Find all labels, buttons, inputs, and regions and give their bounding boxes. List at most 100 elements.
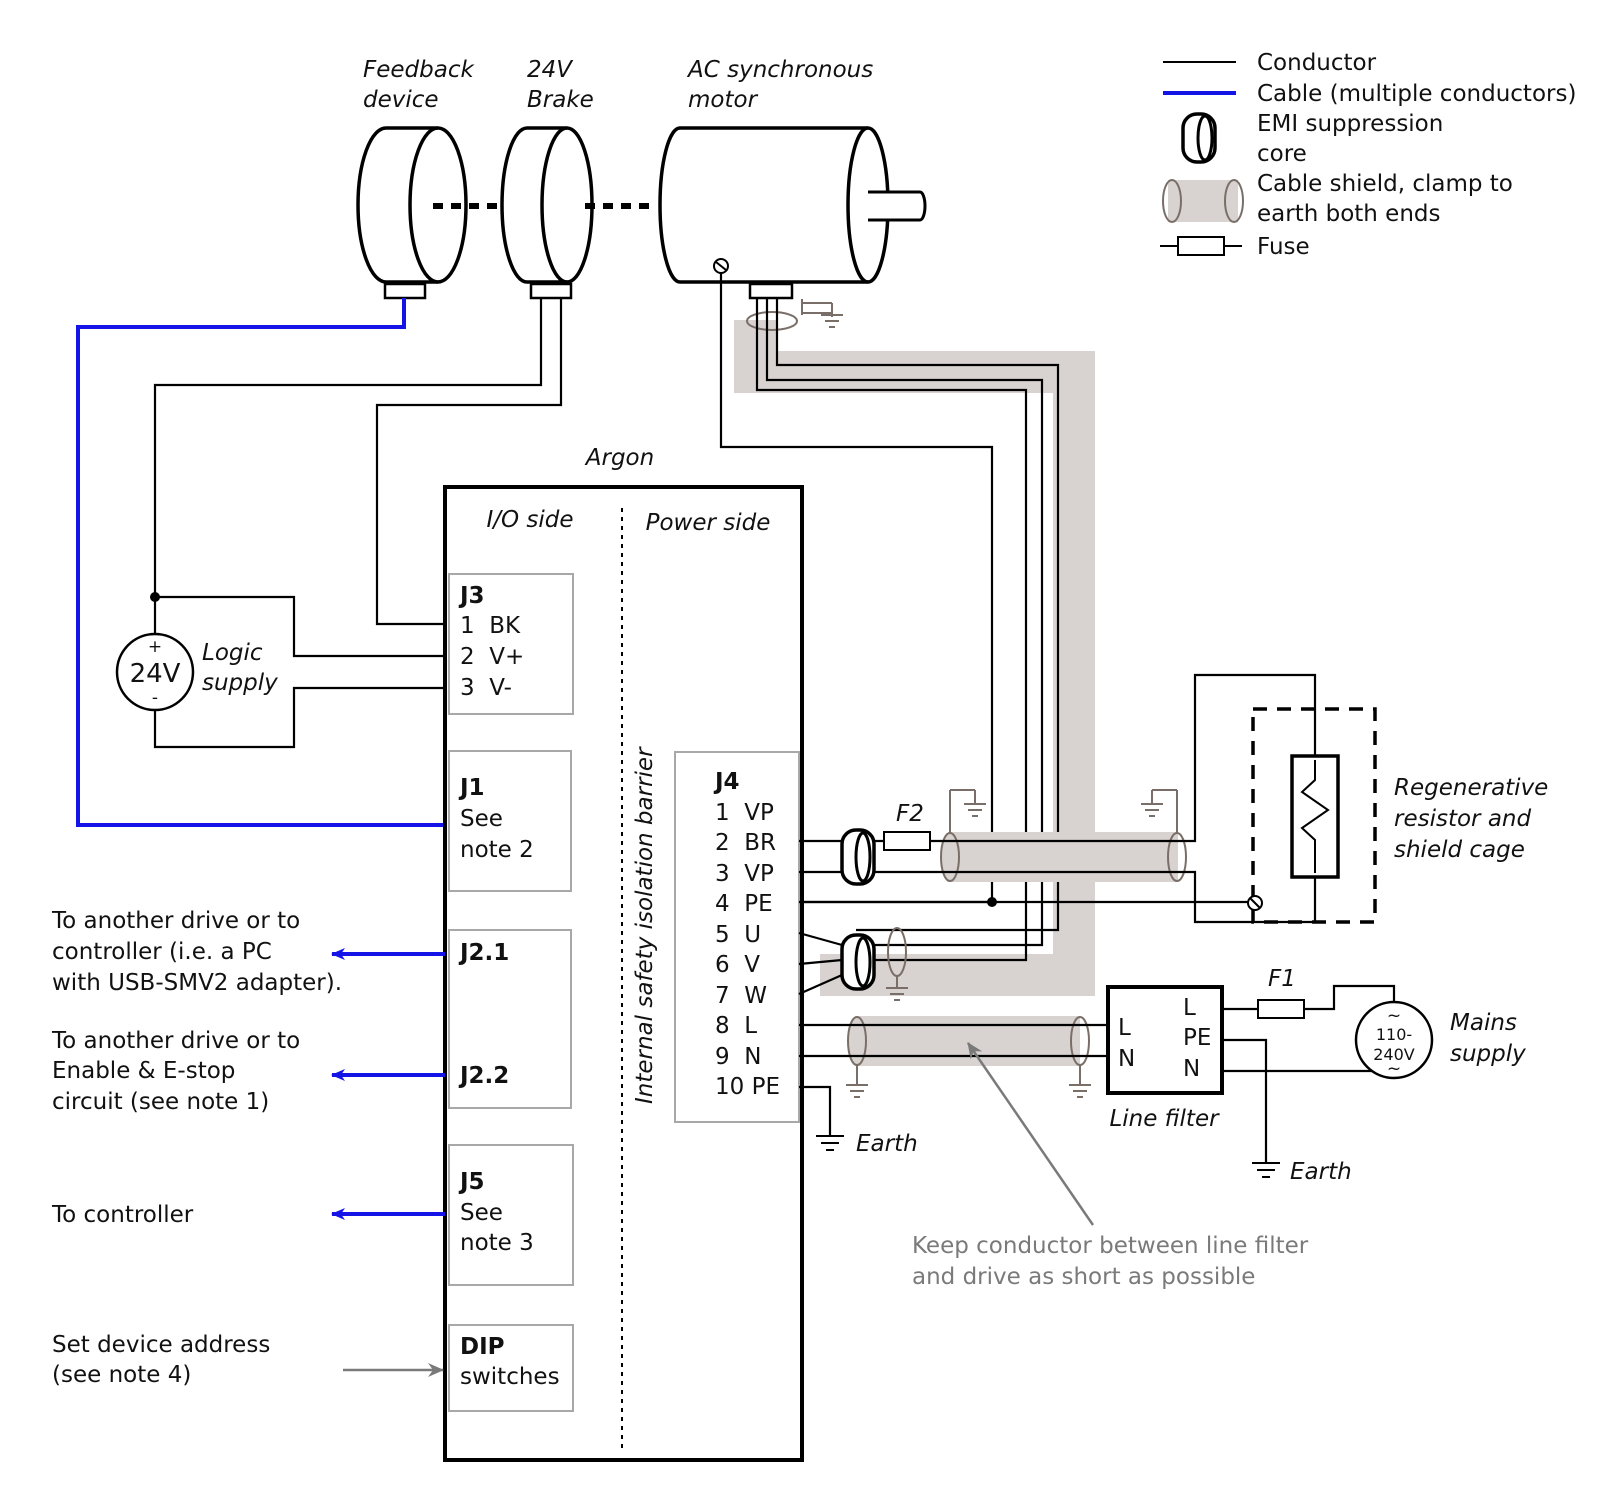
- filter-in-l: L: [1118, 1015, 1131, 1041]
- feedback-cable: [76, 298, 445, 827]
- drive-name: Argon: [584, 445, 654, 471]
- j4-pin-4: 4 PE: [715, 891, 773, 917]
- j3-pin-1: 1 BK: [460, 613, 521, 639]
- brake-label-1: 24V: [527, 57, 574, 83]
- feedback-device: [356, 126, 468, 300]
- j4-pin-1: 1 VP: [715, 800, 774, 826]
- j22-note-3: circuit (see note 1): [52, 1089, 269, 1115]
- keep-short-note-2: and drive as short as possible: [912, 1264, 1255, 1290]
- f1-label: F1: [1268, 966, 1296, 992]
- filter-out-pe: PE: [1183, 1025, 1211, 1051]
- logic-supply-minus: -: [152, 688, 158, 708]
- motor-assembly: Feedback device 24V Brake AC synchronous…: [356, 57, 927, 300]
- dip-title: DIP: [460, 1334, 505, 1360]
- f1-fuse: F1: [1257, 966, 1305, 1019]
- brake-label-2: Brake: [527, 87, 594, 113]
- regen-shield-earth-right-icon: [1141, 789, 1178, 833]
- legend-shield-label-1: Cable shield, clamp to: [1257, 171, 1513, 197]
- legend-fuse-icon: [1160, 236, 1242, 256]
- mains-supply: ~ 110- 240V ~: [1354, 1000, 1434, 1080]
- j4-pin-3: 3 VP: [715, 861, 774, 887]
- regen-wire-vp: [799, 870, 1317, 924]
- logic-supply-plus: +: [148, 637, 162, 657]
- j4-pe10-wire: [799, 1085, 832, 1136]
- j3-pin-2: 2 V+: [460, 644, 524, 670]
- j5-line-2: note 3: [460, 1230, 534, 1256]
- filter-earth-icon: [1252, 1162, 1280, 1178]
- legend-emi-label-2: core: [1257, 141, 1307, 167]
- filter-in-n: N: [1118, 1046, 1135, 1072]
- dip-note-2: (see note 4): [52, 1362, 191, 1388]
- mains-tilde-top: ~: [1387, 1006, 1401, 1026]
- regen-label-2: resistor and: [1394, 806, 1531, 832]
- line-filter: L N L PE N: [1106, 985, 1224, 1095]
- legend-shield-icon: [1162, 179, 1244, 223]
- j1-line-2: note 2: [460, 837, 534, 863]
- j1-line-1: See: [460, 806, 503, 832]
- j3-title: J3: [458, 583, 485, 609]
- dip-line-1: switches: [460, 1364, 560, 1390]
- feedback-device-label-1: Feedback: [363, 57, 475, 83]
- emi-core-regen: [840, 828, 876, 886]
- j5-note: To controller: [51, 1202, 194, 1228]
- motor-shield-earth-icon: [801, 299, 843, 328]
- logic-supply: 24V + - Logic supply: [115, 632, 278, 712]
- mains-voltage-2: 240V: [1373, 1045, 1415, 1064]
- dip-switches: DIP switches: [448, 1324, 574, 1412]
- logic-supply-voltage: 24V: [130, 659, 181, 689]
- brake: [500, 126, 594, 300]
- logic-wire-plus: [153, 595, 445, 658]
- ac-motor-label-2: motor: [688, 87, 759, 113]
- left-notes: To another drive or to controller (i.e. …: [51, 908, 445, 1388]
- line-filter-label: Line filter: [1109, 1106, 1220, 1132]
- f2-label: F2: [896, 801, 924, 827]
- connector-j1: J1 See note 2: [448, 750, 572, 892]
- brake-wire-common: [153, 298, 543, 597]
- motor-power-cable: [734, 298, 1095, 1001]
- legend-emi-label-1: EMI suppression: [1257, 111, 1443, 137]
- filter-out-l: L: [1183, 995, 1196, 1021]
- j4-title: J4: [713, 769, 740, 795]
- mains-shield-earth-left-icon: [846, 1065, 868, 1098]
- j4-pin-7: 7 W: [715, 983, 767, 1009]
- j5-title: J5: [458, 1169, 485, 1195]
- legend-conductor-label: Conductor: [1257, 50, 1377, 76]
- j22-note-1: To another drive or to: [51, 1028, 300, 1054]
- regen-shield-earth-left-icon: [949, 789, 986, 833]
- j5-line-1: See: [460, 1200, 503, 1226]
- connector-j4: J4 1 VP 2 BR 3 VP 4 PE 5 U 6 V 7 W 8 L 9…: [674, 751, 800, 1123]
- regen-resistor-cage: [1247, 707, 1377, 924]
- j3-pin-3: 3 V-: [460, 675, 512, 701]
- power-side-label: Power side: [646, 510, 771, 536]
- isolation-barrier-label: Internal safety isolation barrier: [632, 746, 658, 1104]
- emi-core-motor: [798, 931, 876, 996]
- j21-title: J2.1: [458, 940, 509, 966]
- mains-label-2: supply: [1450, 1041, 1526, 1067]
- logic-supply-label-2: supply: [202, 670, 278, 696]
- keep-short-arrow: [966, 1042, 1095, 1226]
- mains-label-1: Mains: [1450, 1010, 1517, 1036]
- legend-fuse-label: Fuse: [1257, 234, 1310, 260]
- legend: Conductor Cable (multiple conductors) EM…: [1160, 50, 1576, 260]
- regen-label-1: Regenerative: [1394, 775, 1548, 801]
- j21-note-3: with USB-SMV2 adapter).: [52, 970, 342, 996]
- dip-note-1: Set device address: [52, 1332, 270, 1358]
- j4-earth-icon: [816, 1135, 844, 1151]
- legend-shield-label-2: earth both ends: [1257, 201, 1441, 227]
- io-side-label: I/O side: [486, 507, 573, 533]
- j4-pin-6: 6 V: [715, 952, 760, 978]
- legend-cable-label: Cable (multiple conductors): [1257, 81, 1576, 107]
- j22-note-2: Enable & E-stop: [52, 1058, 235, 1084]
- filter-earth-label: Earth: [1290, 1159, 1352, 1185]
- j21-note-1: To another drive or to: [51, 908, 300, 934]
- j4-earth-label: Earth: [856, 1131, 918, 1157]
- legend-emi-core-icon: [1181, 112, 1217, 164]
- ac-motor: [658, 126, 927, 300]
- j4-motor-shield-earth-icon: [886, 976, 908, 1001]
- mains-voltage-1: 110-: [1376, 1025, 1412, 1044]
- connector-j5: J5 See note 3: [448, 1144, 574, 1286]
- j4-pin-8: 8 L: [715, 1013, 757, 1039]
- logic-supply-label-1: Logic: [202, 640, 263, 666]
- connector-j2: J2.1 J2.2: [448, 929, 572, 1109]
- j1-title: J1: [458, 775, 485, 801]
